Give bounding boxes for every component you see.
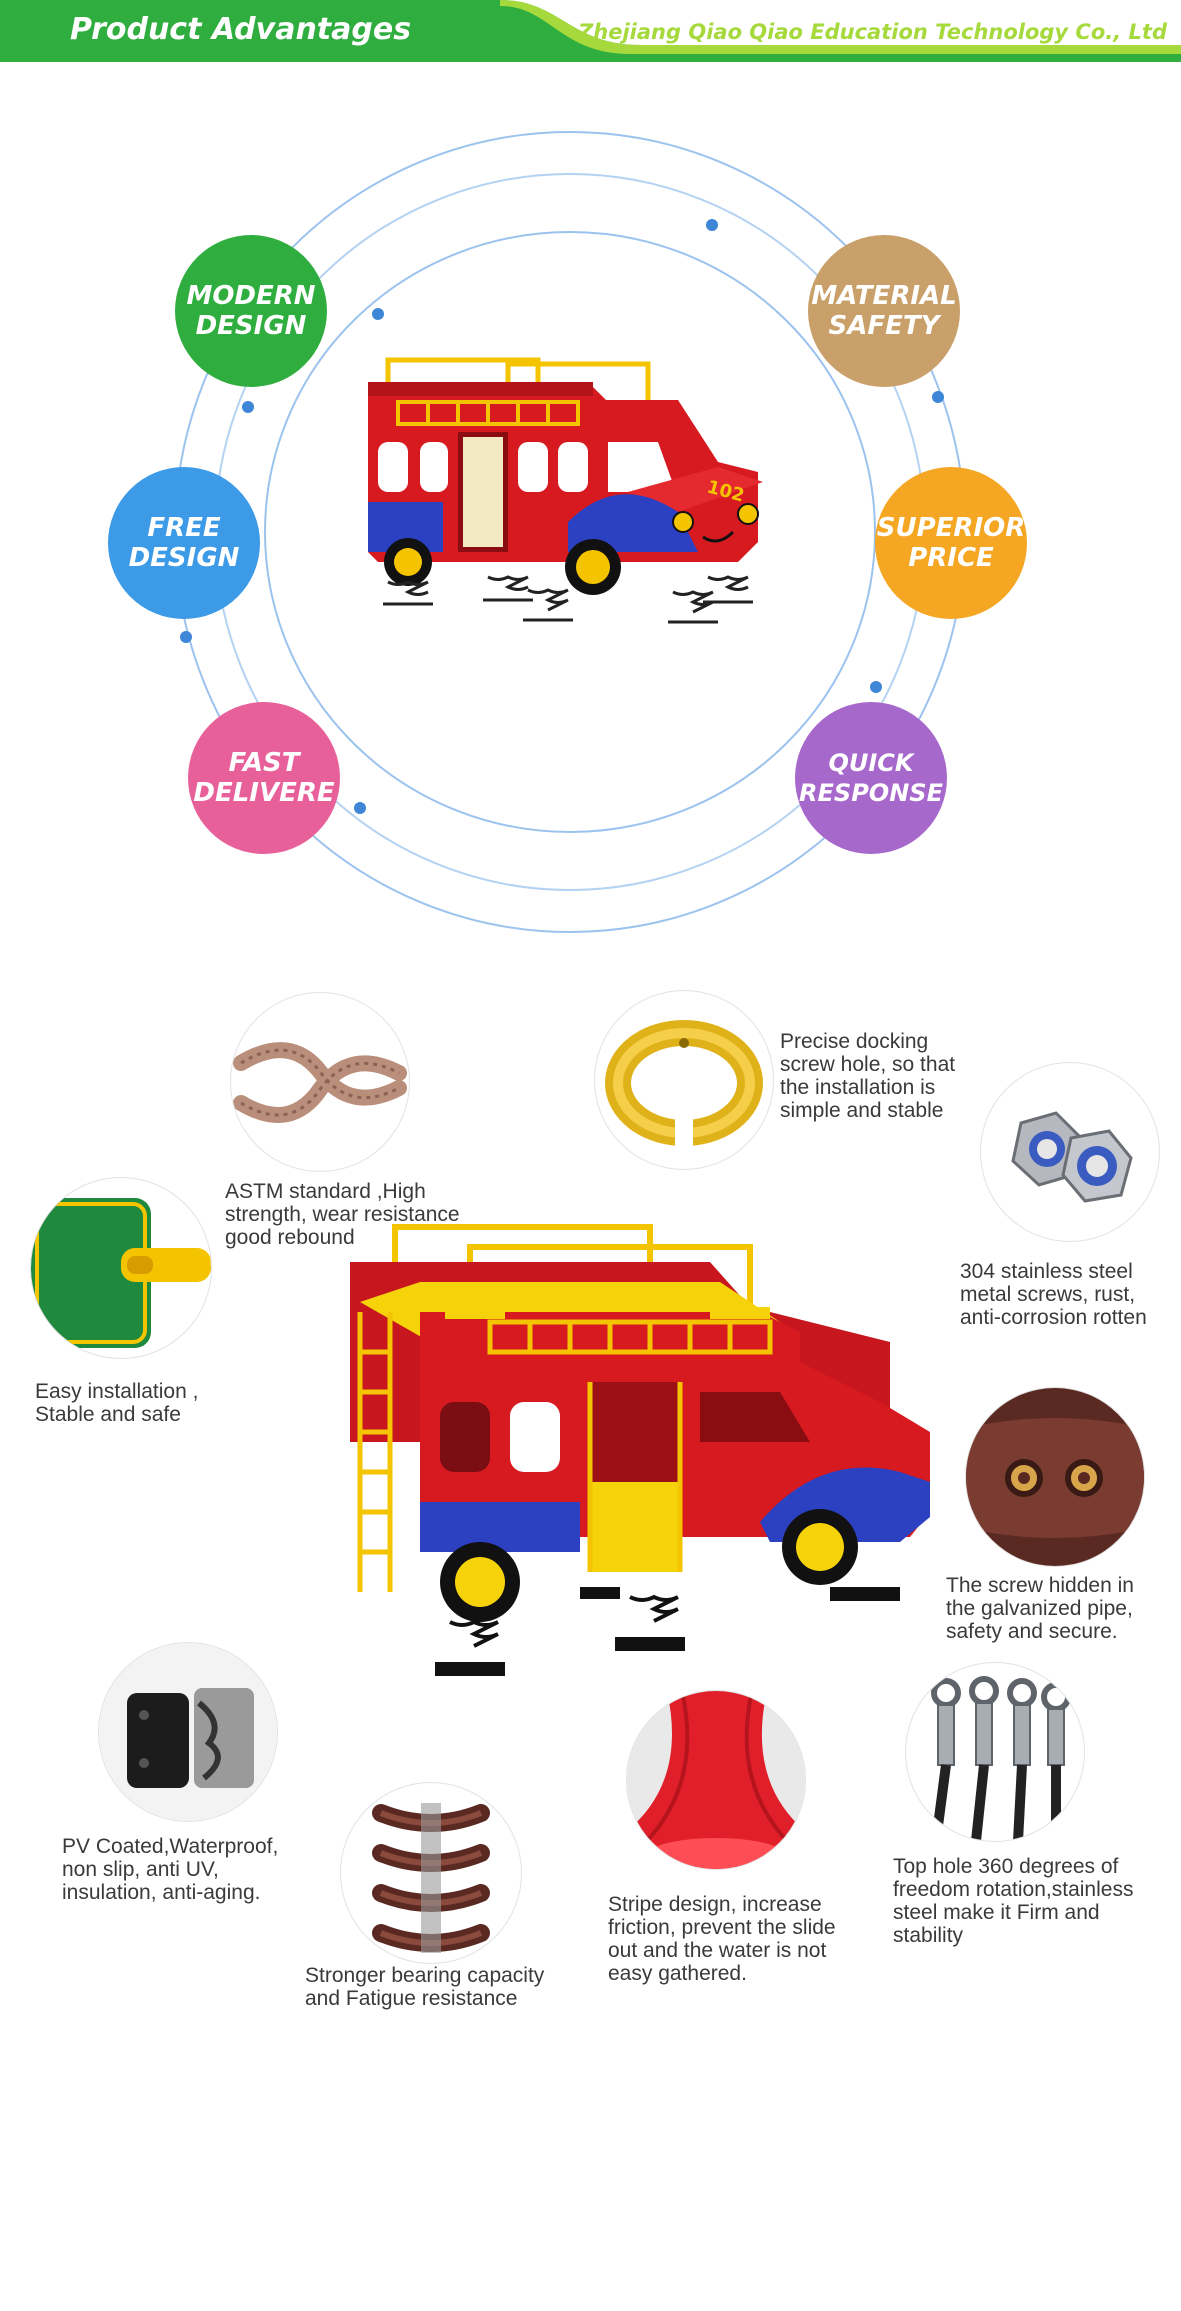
panel-connector-icon	[31, 1198, 211, 1348]
feature-photo-spring	[340, 1782, 522, 1964]
lock-nut-icon	[1011, 1111, 1133, 1203]
feature-photo-rope	[230, 992, 410, 1172]
slide-surface-icon	[627, 1691, 805, 1869]
advantages-section: MODERN DESIGN MATERIAL SAFETY FREE DESIG…	[0, 62, 1181, 962]
badge-modern-design: MODERN DESIGN	[175, 235, 327, 387]
feature-text-pv: PV Coated,Waterproof, non slip, anti UV,…	[62, 1835, 279, 1904]
feature-text-screw: The screw hidden in the galvanized pipe,…	[946, 1574, 1134, 1643]
features-section: ASTM standard ,High strength, wear resis…	[0, 962, 1181, 2062]
feature-photo-slide	[626, 1690, 806, 1870]
feature-photo-clamp	[594, 990, 774, 1170]
feature-text-nuts: 304 stainless steel metal screws, rust, …	[960, 1260, 1147, 1329]
feature-text-rope: ASTM standard ,High strength, wear resis…	[225, 1180, 460, 1249]
badge-material-safety: MATERIAL SAFETY	[808, 235, 960, 387]
rope-knot-icon	[233, 1042, 407, 1123]
header-background	[0, 0, 1181, 62]
badge-superior-price: SUPERIOR PRICE	[875, 467, 1027, 619]
spring-icon	[372, 1803, 490, 1953]
feature-photo-pv	[98, 1642, 278, 1822]
eye-bolt-icon	[931, 1676, 1071, 1841]
feature-photo-screw	[965, 1387, 1145, 1567]
company-name: Zhejiang Qiao Qiao Education Technology …	[578, 20, 1167, 44]
fire-truck-small-image: 102	[368, 357, 763, 624]
header-banner: Product Advantages Zhejiang Qiao Qiao Ed…	[0, 0, 1181, 62]
fire-truck-large-image	[350, 1224, 930, 1676]
badge-free-design: FREE DESIGN	[108, 467, 260, 619]
feature-photo-nuts	[980, 1062, 1160, 1242]
feature-text-slide: Stripe design, increase friction, preven…	[608, 1893, 836, 1985]
hidden-screw-icon	[966, 1388, 1144, 1566]
header-title: Product Advantages	[70, 12, 412, 47]
pv-coating-icon	[99, 1643, 277, 1821]
pipe-clamp-icon	[605, 1020, 763, 1149]
feature-text-clamp: Precise docking screw hole, so that the …	[780, 1030, 956, 1122]
badge-fast-delivere: FAST DELIVERE	[188, 702, 340, 854]
badge-quick-response: QUICK RESPONSE	[795, 702, 947, 854]
feature-text-spring: Stronger bearing capacity and Fatigue re…	[305, 1964, 545, 2010]
feature-photo-panel	[30, 1177, 212, 1359]
feature-text-panel: Easy installation , Stable and safe	[35, 1380, 199, 1426]
feature-text-eyebolt: Top hole 360 degrees of freedom rotation…	[893, 1855, 1134, 1947]
feature-photo-eyebolt	[905, 1662, 1085, 1842]
